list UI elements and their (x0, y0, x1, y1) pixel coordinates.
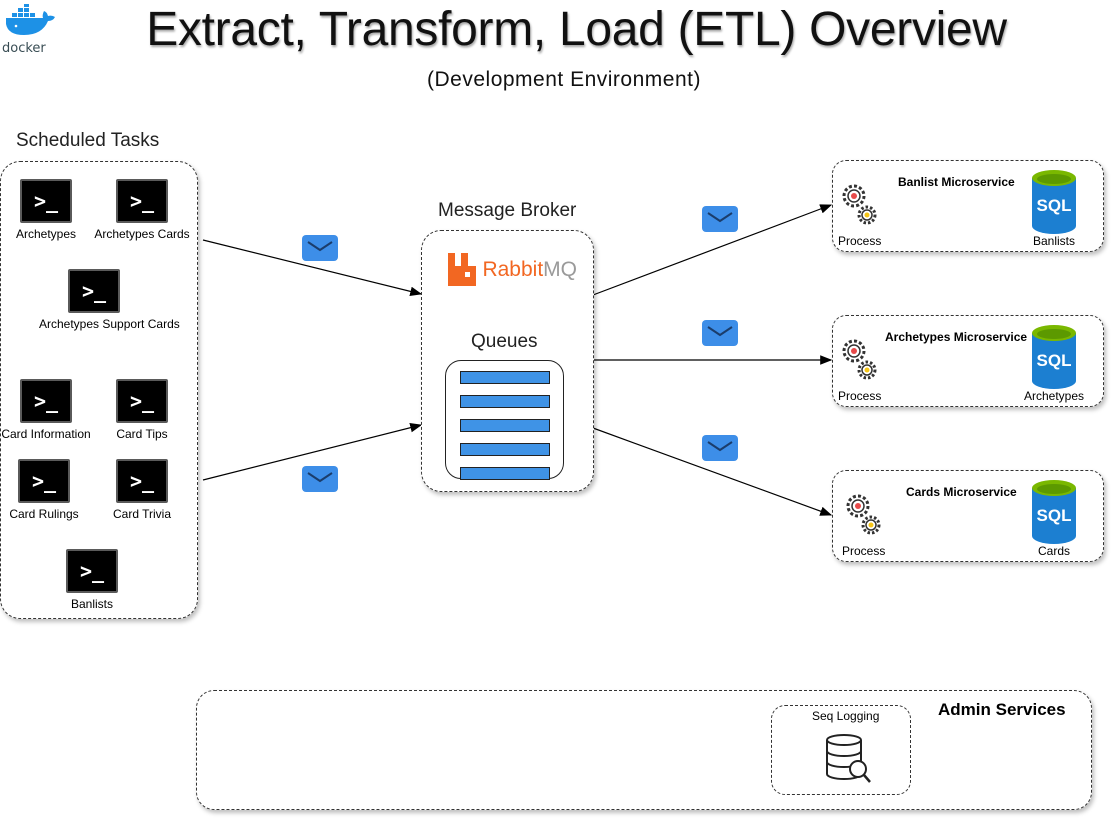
scheduled-tasks-label: Scheduled Tasks (16, 130, 160, 151)
task-card-information[interactable]: >_ Card Information (0, 379, 101, 441)
rabbitmq-logo: RabbitMQ (446, 253, 577, 287)
queues-label: Queues (471, 331, 538, 352)
terminal-icon: >_ (20, 379, 72, 423)
task-label: Archetypes (15, 227, 77, 241)
database-search-icon (824, 733, 872, 790)
rabbitmq-icon (448, 253, 476, 286)
task-label: Card Tips (116, 427, 168, 441)
queues-container (445, 360, 564, 480)
arrow-tasks-to-broker-top (202, 239, 423, 297)
task-card-tips[interactable]: >_ Card Tips (87, 379, 197, 441)
admin-services-title: Admin Services (938, 700, 1066, 719)
arrow-broker-to-banlist (592, 204, 833, 296)
terminal-icon: >_ (116, 379, 168, 423)
db-label: Banlists (1033, 234, 1076, 248)
cards-microservice-title: Cards Microservice (906, 485, 1017, 499)
gears-icon (840, 337, 880, 388)
terminal-icon: >_ (116, 459, 168, 503)
task-label: Archetypes Cards (94, 227, 190, 241)
task-label: Card Information (1, 427, 91, 441)
seq-logging-label: Seq Logging (812, 709, 880, 723)
task-archetypes-support-cards[interactable]: >_ Archetypes Support Cards (39, 269, 180, 331)
task-label: Card Trivia (112, 507, 171, 521)
arrow-tasks-to-broker-bottom (202, 422, 423, 481)
process-label: Process (838, 389, 882, 403)
sql-text: SQL (1037, 506, 1072, 525)
db-label: Archetypes (1024, 389, 1085, 403)
docker-whale-icon (6, 4, 55, 35)
envelope-icon (702, 320, 738, 351)
sql-text: SQL (1037, 196, 1072, 215)
arrow-broker-to-cards (592, 427, 833, 516)
admin-services-container (196, 690, 1092, 810)
db-label: Cards (1038, 544, 1071, 558)
page-title: Extract, Transform, Load (ETL) Overview (146, 3, 1007, 56)
banlist-microservice-title: Banlist Microservice (898, 175, 1015, 189)
terminal-icon: >_ (116, 179, 168, 223)
sql-database-icon: SQL (1032, 480, 1076, 551)
envelope-icon (702, 435, 738, 466)
envelope-icon (702, 206, 738, 237)
queue-bar (459, 371, 550, 384)
task-archetypes-cards[interactable]: >_ Archetypes Cards (87, 179, 197, 241)
page-subtitle: (Development Environment) (427, 68, 701, 91)
gears-icon (844, 492, 884, 543)
terminal-icon: >_ (20, 179, 72, 223)
queue-bar (459, 419, 550, 432)
queue-bar (459, 395, 550, 408)
queue-bar (459, 467, 550, 480)
task-label: Banlists (70, 597, 114, 611)
sql-database-icon: SQL (1032, 325, 1076, 396)
process-label: Process (838, 234, 882, 248)
task-card-trivia[interactable]: >_ Card Trivia (87, 459, 197, 521)
task-card-rulings[interactable]: >_ Card Rulings (0, 459, 99, 521)
task-label: Archetypes Support Cards (39, 317, 180, 331)
gears-icon (840, 182, 880, 233)
queue-bar (459, 443, 550, 456)
task-banlists[interactable]: >_ Banlists (37, 549, 147, 611)
sql-text: SQL (1037, 351, 1072, 370)
envelope-icon (302, 466, 338, 497)
envelope-icon (302, 235, 338, 266)
message-broker-label: Message Broker (438, 200, 577, 221)
sql-database-icon: SQL (1032, 170, 1076, 241)
seq-logging-container[interactable] (771, 705, 911, 795)
archetypes-microservice-title: Archetypes Microservice (885, 330, 1028, 344)
task-label: Card Rulings (9, 507, 79, 521)
rabbitmq-text-rabbit: Rabbit (482, 258, 544, 281)
terminal-icon: >_ (66, 549, 118, 593)
docker-logo: docker (2, 4, 56, 56)
terminal-icon: >_ (18, 459, 70, 503)
process-label: Process (842, 544, 886, 558)
terminal-icon: >_ (68, 269, 120, 313)
rabbitmq-text-mq: MQ (543, 258, 577, 281)
docker-logo-text: docker (2, 41, 46, 56)
task-archetypes[interactable]: >_ Archetypes (0, 179, 101, 241)
